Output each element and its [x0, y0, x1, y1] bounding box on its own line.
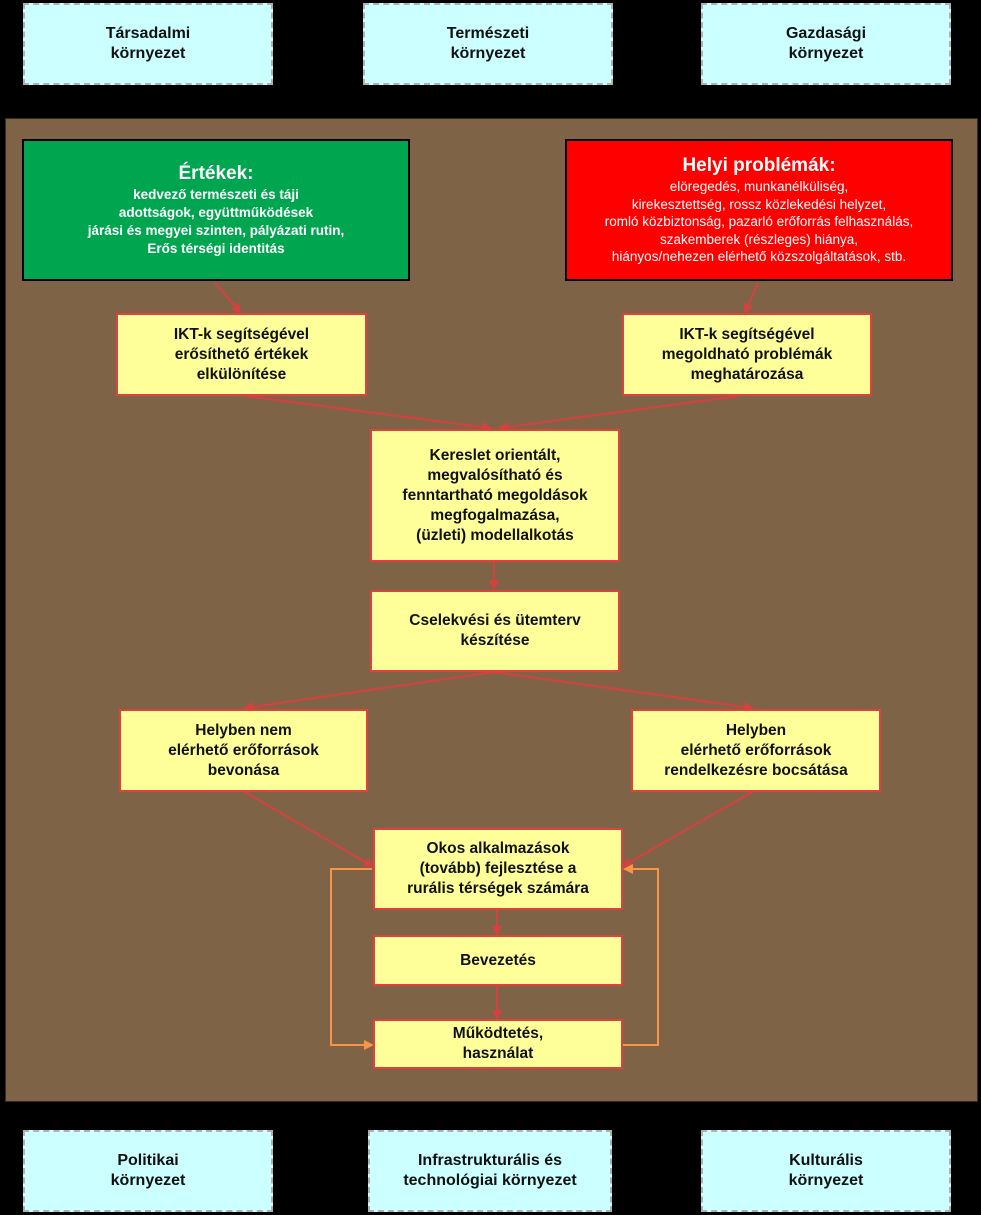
arrow-values-to-ict	[214, 282, 242, 314]
problems-text: elöregedés, munkanélküliség, kirekesztet…	[604, 179, 914, 265]
step-operation: Működtetés, használat	[373, 1019, 623, 1069]
problems-box: Helyi problémák: elöregedés, munkanélkül…	[565, 139, 953, 281]
env-economic: Gazdasági környezet	[701, 3, 951, 85]
arrow-external-to-apps	[244, 791, 374, 868]
env-political: Politikai környezet	[23, 1130, 273, 1212]
step-smart-apps: Okos alkalmazások (tovább) fejlesztése a…	[373, 828, 623, 910]
arrow-local-to-apps	[621, 791, 753, 867]
arrow-problems-ict-to-demand	[498, 395, 739, 432]
step-local-resources: Helyben elérhető erőforrások rendelkezés…	[631, 709, 881, 792]
step-introduction: Bevezetés	[373, 935, 623, 986]
env-cultural: Kulturális környezet	[701, 1130, 951, 1212]
step-action-plan: Cselekvési és ütemterv készítése	[370, 590, 620, 672]
values-text: kedvező természeti és táji adottságok, e…	[87, 187, 345, 256]
values-title: Értékek:	[178, 163, 254, 184]
step-demand-modelling: Kereslet orientált, megvalósítható és fe…	[370, 429, 620, 562]
arrow-plan-to-local	[493, 671, 754, 712]
step-problems-ict: IKT-k segítségével megoldható problémák …	[622, 313, 872, 396]
env-natural: Természeti környezet	[363, 3, 613, 85]
env-social: Társadalmi környezet	[23, 3, 273, 85]
arrow-problems-to-ict	[743, 282, 759, 314]
step-external-resources: Helyben nem elérhető erőforrások bevonás…	[119, 709, 368, 792]
env-infrastructure: Infrastrukturális és technológiai környe…	[368, 1130, 612, 1212]
arrow-values-ict-to-demand	[244, 395, 492, 432]
feedback-loop-left	[330, 868, 374, 1050]
problems-title: Helyi problémák:	[682, 155, 836, 177]
feedback-loop-right	[622, 864, 659, 1046]
values-box: Értékek: kedvező természeti és táji adot…	[22, 139, 410, 281]
arrow-plan-to-external	[243, 671, 495, 712]
step-values-ict: IKT-k segítségével erősíthető értékek el…	[116, 313, 367, 396]
